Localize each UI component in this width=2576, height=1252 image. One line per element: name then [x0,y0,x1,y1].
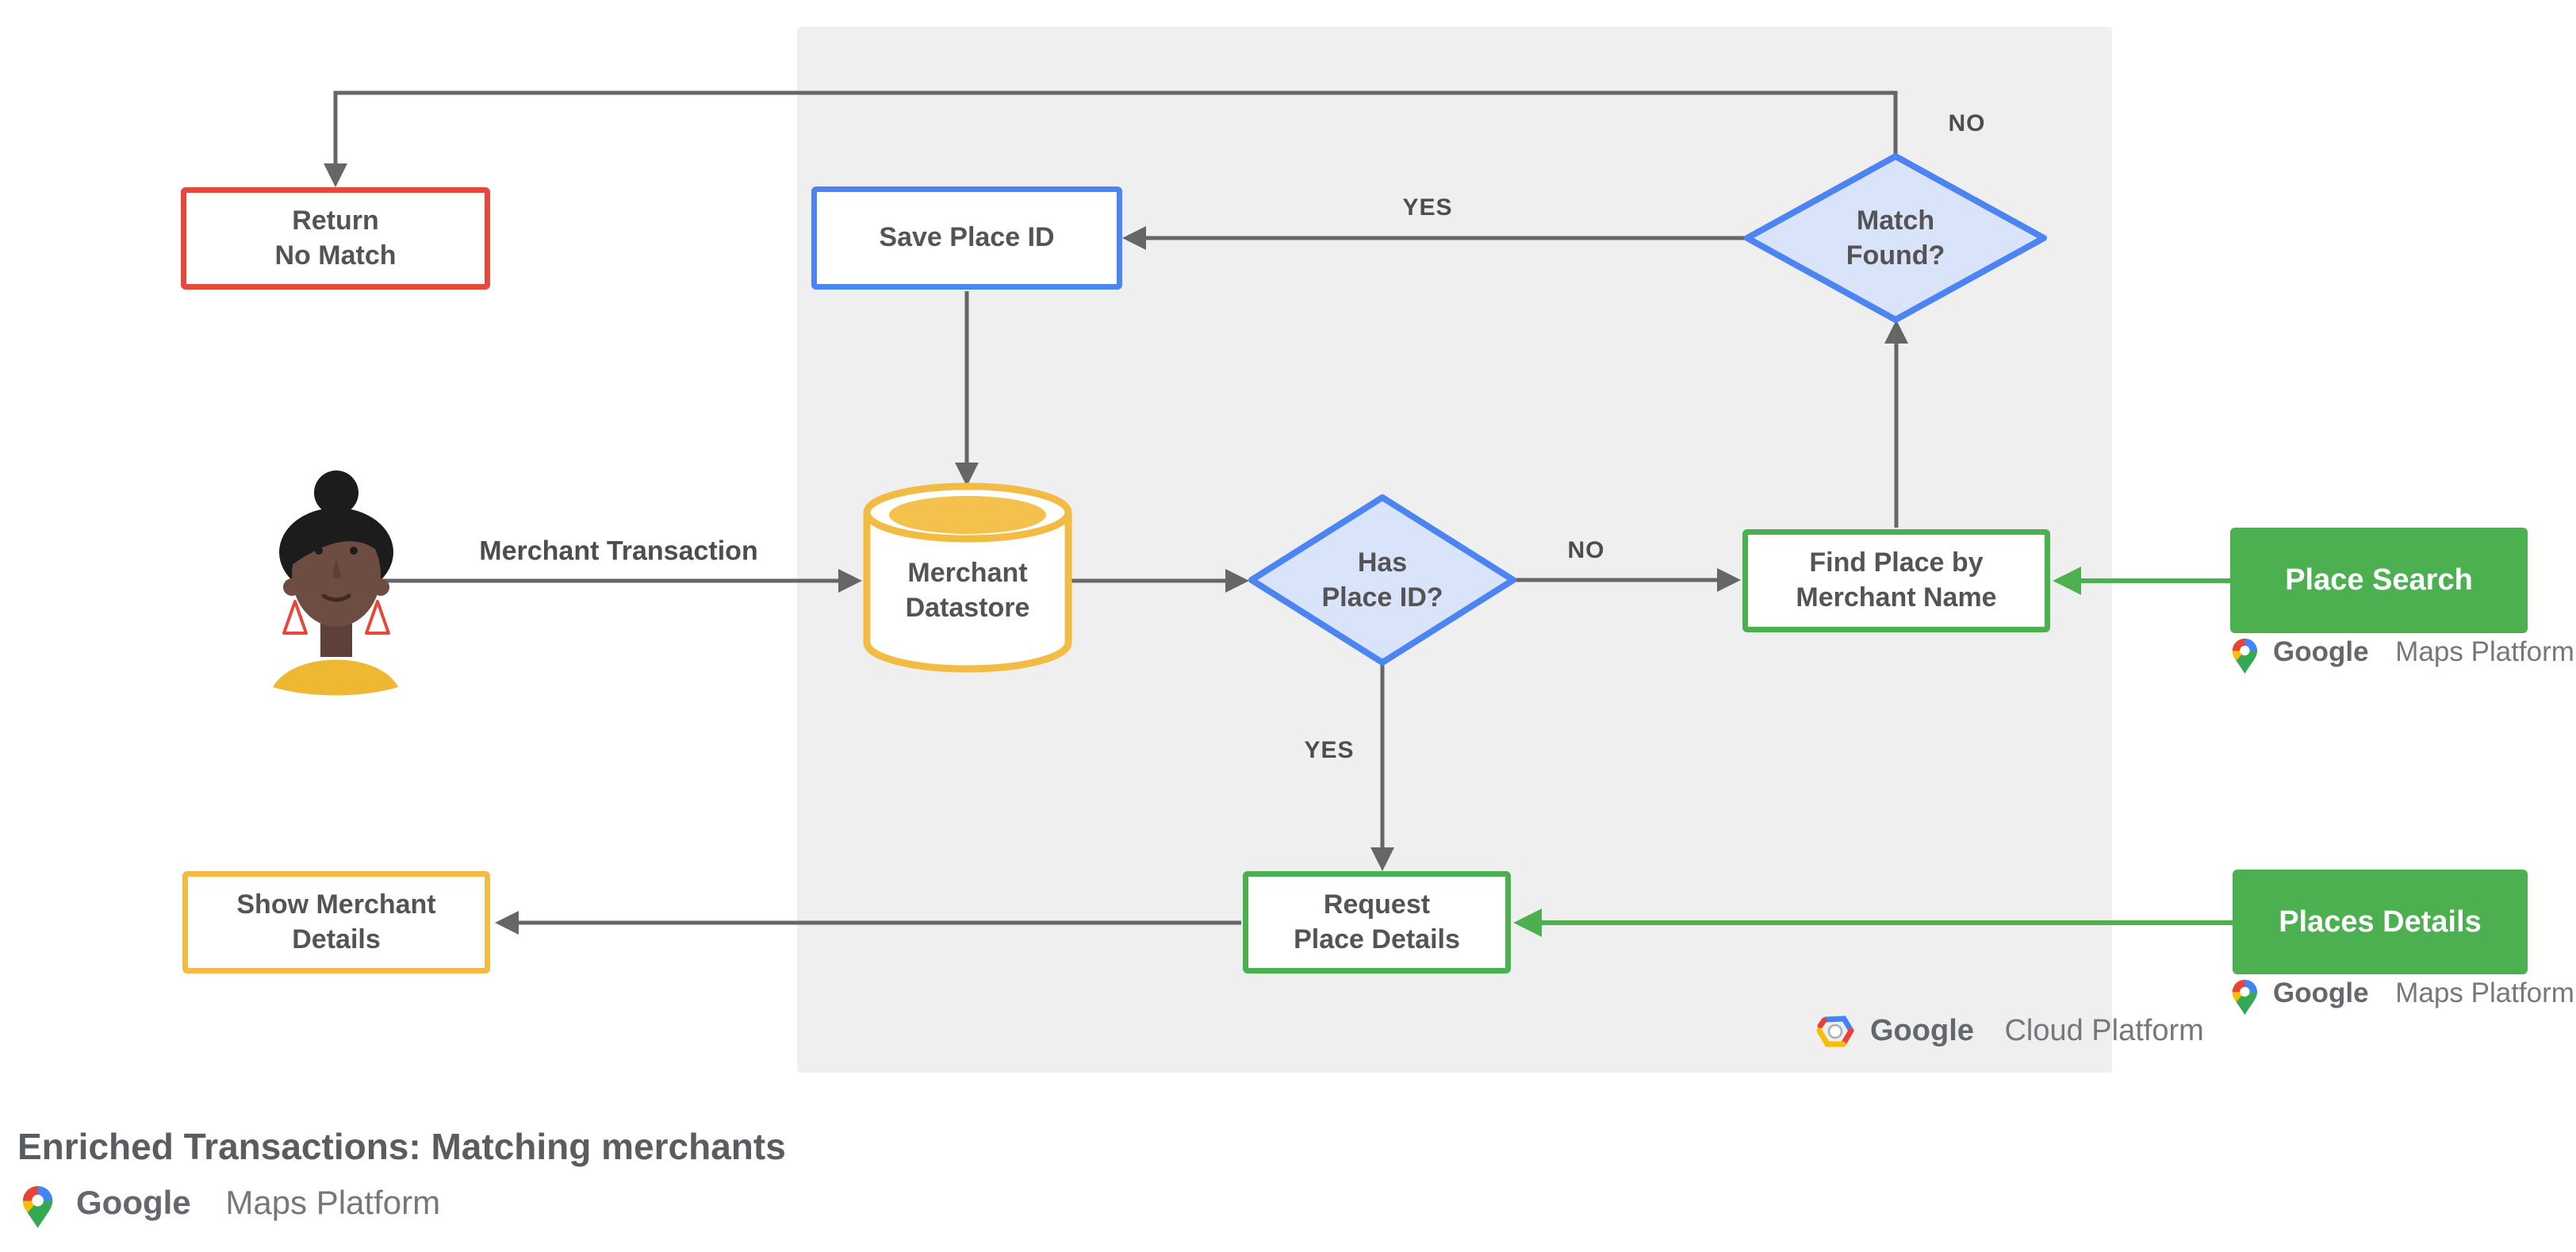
node-label: Details [292,924,381,954]
node-label: Return [292,205,379,236]
page-title: Enriched Transactions: Matching merchant… [17,1126,786,1167]
edge-label-yes-request: YES [1304,737,1355,763]
node-label: Find Place by [1809,547,1984,578]
google-maps-platform-logo: Google Maps Platform [2273,977,2574,1008]
google-maps-platform-logo: Google Maps Platform [76,1184,441,1221]
merchant-datastore-label: Merchant Datastore [905,557,1030,623]
node-places-details-api: Places Details [2233,870,2528,974]
node-return-no-match: Return No Match [181,187,490,290]
node-request-place-details: Request Place Details [1243,871,1511,974]
edge-label-yes-save: YES [1402,194,1453,221]
edge-label-merchant-transaction: Merchant Transaction [479,536,758,566]
node-label: Show Merchant [236,889,436,920]
edge-matchfound-no-to-return [324,90,1898,187]
edge-label-no-return: NO [1948,110,1986,136]
node-label: No Match [274,240,397,271]
google-maps-platform-logo: Google Maps Platform [2273,636,2574,667]
node-label: Merchant Name [1796,582,1997,613]
google-cloud-platform-icon [1816,1016,1854,1047]
edge-label-no-find: NO [1567,537,1605,563]
match-found-label: Match Found? [1846,205,1945,271]
has-place-id-label: Has Place ID? [1321,547,1443,613]
node-label: Place Details [1294,924,1460,954]
has-place-id-diamond [1248,494,1516,666]
node-place-search-api: Place Search [2230,528,2528,633]
node-label: Place Search [2285,563,2473,597]
node-label: Places Details [2279,904,2482,939]
node-label: Request [1323,889,1431,920]
node-show-merchant-details: Show Merchant Details [182,871,490,974]
node-save-place-id: Save Place ID [811,186,1122,290]
node-label: Save Place ID [879,222,1055,253]
node-find-place-by-merchant-name: Find Place by Merchant Name [1742,529,2050,632]
customer-avatar [273,470,398,696]
google-cloud-platform-logo: Google Cloud Platform [1870,1014,2204,1047]
merchant-datastore-cylinder [863,482,1072,673]
match-found-diamond [1744,153,2047,323]
